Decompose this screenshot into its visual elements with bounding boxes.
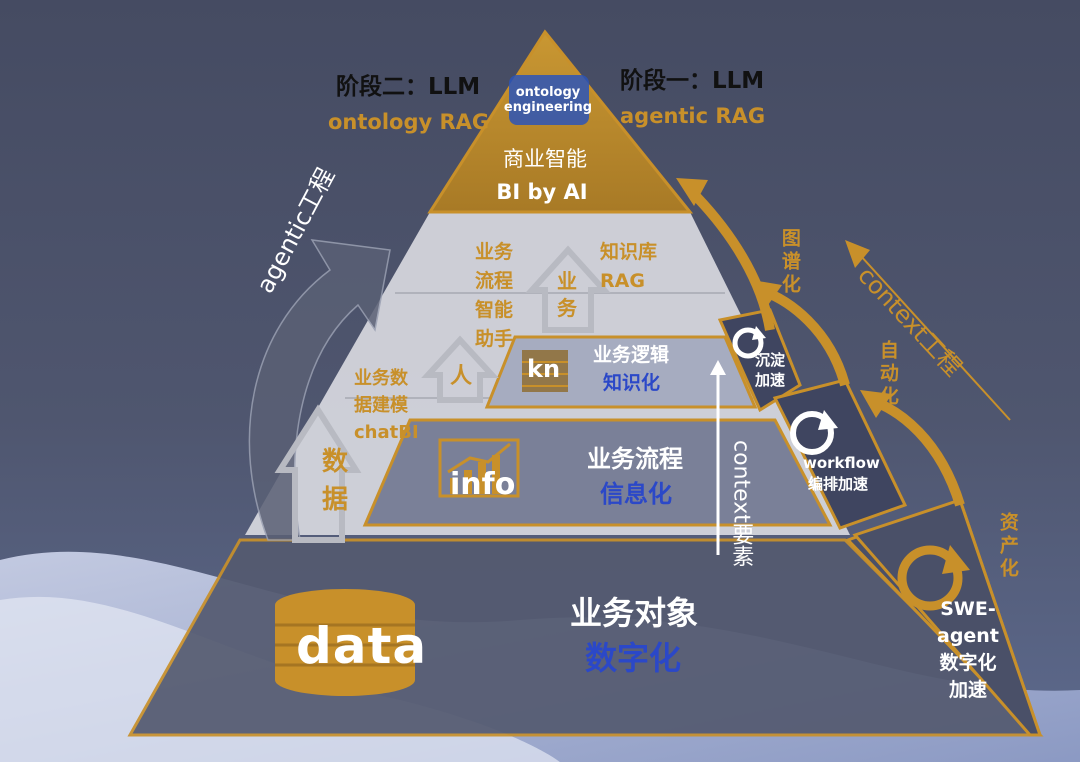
stage2-subtitle: ontology RAG (328, 110, 490, 134)
business-object-subtitle: 数字化 (585, 639, 682, 677)
workflow-cycle-icon (790, 410, 838, 455)
graph-label: 图谱化 (778, 228, 801, 297)
person-up-arrow (421, 335, 499, 403)
database-icon (275, 589, 415, 696)
person-arrow-label: 人 (450, 364, 473, 389)
book-icon (522, 350, 568, 392)
business-process-title: 业务流程 (587, 445, 683, 473)
graph-arrow-head (676, 178, 708, 206)
ontology-engineering-label: ontology engineering (503, 85, 593, 115)
apex-subtitle: BI by AI (496, 180, 588, 204)
knowledge-base-text: 知识库 RAG (600, 241, 658, 292)
workflow-title: workflow (803, 454, 880, 472)
info-label: info (450, 467, 516, 502)
business-object-title: 业务对象 (570, 594, 699, 632)
process-assistant-text: 业务 流程 智能 助手 (475, 241, 514, 350)
context-elements-label: context要素 (728, 440, 754, 567)
context-arrow-head (710, 360, 726, 375)
asset-label: 资产化 (996, 512, 1019, 581)
workflow-subtitle: 编排加速 (808, 475, 869, 493)
business-logic-title: 业务逻辑 (593, 344, 670, 366)
info-trapezoid (362, 418, 833, 527)
brain-icon (509, 75, 589, 125)
business-arrow-label: 业 务 (557, 269, 577, 320)
data-up-arrow (274, 404, 362, 543)
apex-title: 商业智能 (503, 147, 587, 171)
auto-arrow-head (752, 280, 782, 308)
asset-arrow-head (860, 390, 892, 418)
business-up-arrow (525, 245, 611, 333)
data-modeling-text: 业务数 据建模 chatBI (354, 368, 419, 443)
business-process-subtitle: 信息化 (600, 480, 672, 508)
data-arrow-label: 数 据 (322, 447, 349, 515)
context-eng-arrow-head (845, 240, 870, 268)
chart-icon (438, 438, 520, 498)
step-panel-bottom (852, 498, 1043, 737)
kn-label: kn (527, 355, 561, 383)
data-label: data (296, 617, 428, 675)
business-logic-subtitle: 知识化 (603, 372, 661, 394)
stage1-subtitle: agentic RAG (620, 104, 766, 128)
swe-cycle-icon (897, 545, 970, 611)
stage1-title: 阶段一：LLM (620, 68, 765, 94)
automation-label: 自动化 (876, 340, 899, 409)
swe-agent-label: SWE- agent 数字化 加速 (937, 598, 999, 701)
settle-cycle-icon (732, 326, 766, 359)
stage2-title: 阶段二：LLM (336, 74, 481, 100)
settle-accelerate-label: 沉淀 加速 (755, 351, 786, 389)
